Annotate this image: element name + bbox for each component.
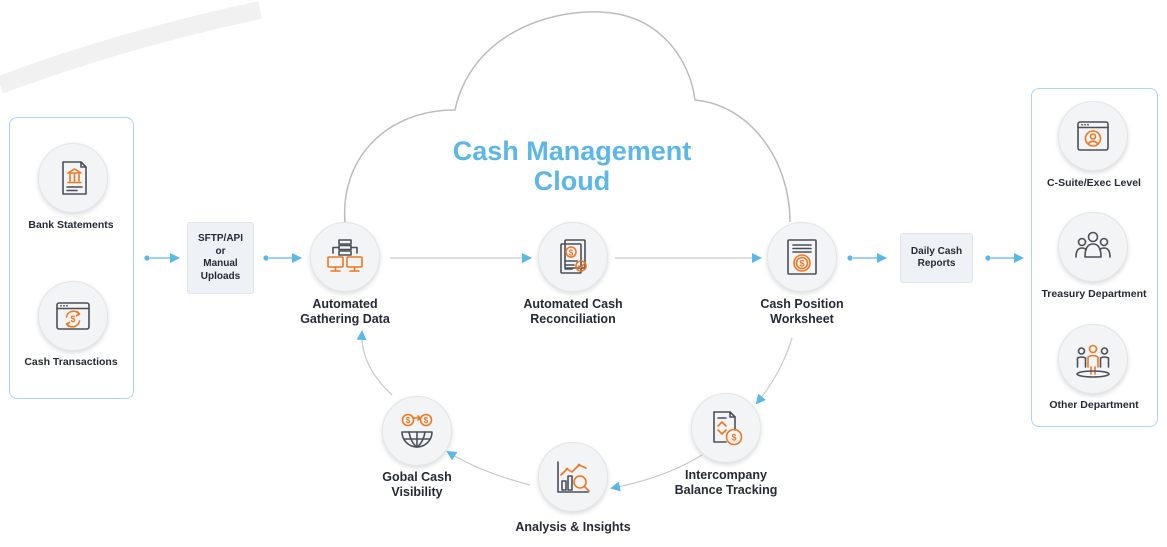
reconciliation-node: $ xyxy=(538,222,608,292)
svg-text:$: $ xyxy=(70,314,75,324)
svg-text:$: $ xyxy=(406,416,411,425)
svg-text:$: $ xyxy=(569,248,574,257)
csuite-node xyxy=(1058,101,1128,171)
output-reports-box: Daily Cash Reports xyxy=(900,233,973,283)
reconciliation-label: Automated Cash Reconciliation xyxy=(523,297,622,327)
cash-transactions-node: $ xyxy=(38,281,108,351)
cash-transaction-icon: $ xyxy=(56,302,90,330)
gathering-node xyxy=(310,222,380,292)
output-line-1: Daily Cash xyxy=(910,245,963,257)
svg-text:$: $ xyxy=(731,433,736,443)
cloud-outline xyxy=(343,11,791,223)
reconciliation-icon: $ xyxy=(560,239,587,274)
bank-statement-icon xyxy=(62,161,87,195)
background-swoosh xyxy=(0,1,262,94)
intercompany-label: Intercompany Balance Tracking xyxy=(675,468,778,498)
executive-icon xyxy=(1077,121,1109,151)
global-cash-icon: $ $ xyxy=(401,413,433,448)
analysis-icon xyxy=(557,461,590,493)
analysis-label: Analysis & Insights xyxy=(515,520,631,534)
worksheet-node: $ xyxy=(767,222,837,292)
flow-arrow-sources-to-input xyxy=(144,253,180,263)
flow-arrow-input-to-gathering xyxy=(263,253,302,263)
output-line-2: Reports xyxy=(917,258,956,269)
arc-visibility-to-gathering xyxy=(356,330,393,396)
flow-arrow-worksheet-to-output xyxy=(847,253,887,263)
visibility-label-line-2: Visibility xyxy=(391,485,443,499)
worksheet-icon: $ xyxy=(787,239,817,275)
other-department-node xyxy=(1058,324,1128,394)
arc-analysis-to-visibility xyxy=(446,450,531,486)
team-icon xyxy=(1075,231,1111,258)
other-department-label: Other Department xyxy=(1049,399,1139,411)
flow-arrow-output-to-audiences xyxy=(985,253,1024,263)
cash-transactions-label: Cash Transactions xyxy=(24,356,118,368)
department-icon xyxy=(1076,344,1110,378)
treasury-node xyxy=(1058,212,1128,282)
diagram-title: Cash Management Cloud xyxy=(453,136,692,196)
reconciliation-label-line-1: Automated Cash xyxy=(523,297,623,311)
bank-statements-label: Bank Statements xyxy=(28,219,114,231)
worksheet-label-line-2: Worksheet xyxy=(770,312,834,326)
gathering-label-line-1: Automated xyxy=(312,297,378,311)
intercompany-label-line-2: Balance Tracking xyxy=(674,483,778,497)
arc-intercompany-to-analysis xyxy=(610,454,703,492)
intercompany-icon: $ xyxy=(713,411,743,446)
input-method-box: SFTP/API or Manual Uploads xyxy=(187,222,254,294)
svg-text:$: $ xyxy=(424,416,429,425)
input-line-3: Manual xyxy=(203,258,238,269)
gathering-label-line-2: Gathering Data xyxy=(300,312,390,326)
worksheet-label: Cash Position Worksheet xyxy=(760,297,843,327)
input-line-4: Uploads xyxy=(200,270,241,282)
visibility-label-line-1: Gobal Cash xyxy=(382,470,452,484)
intercompany-label-line-1: Intercompany xyxy=(685,468,767,482)
title-line-2: Cloud xyxy=(533,166,611,196)
bank-statements-node xyxy=(38,143,108,213)
visibility-node: $ $ xyxy=(382,396,452,466)
intercompany-node: $ xyxy=(691,393,761,463)
worksheet-label-line-1: Cash Position xyxy=(760,297,844,311)
input-line-2: or xyxy=(215,245,226,257)
input-line-1: SFTP/API xyxy=(197,233,243,244)
csuite-label: C-Suite/Exec Level xyxy=(1047,177,1141,189)
gathering-label: Automated Gathering Data xyxy=(300,297,390,327)
svg-text:$: $ xyxy=(799,259,804,269)
analysis-node xyxy=(538,442,608,512)
reconciliation-label-line-2: Reconciliation xyxy=(530,312,616,326)
title-line-1: Cash Management xyxy=(452,136,692,166)
treasury-label: Treasury Department xyxy=(1041,288,1147,300)
data-gathering-icon xyxy=(327,239,363,272)
arc-worksheet-to-intercompany xyxy=(755,337,793,405)
visibility-label: Gobal Cash Visibility xyxy=(382,470,451,500)
